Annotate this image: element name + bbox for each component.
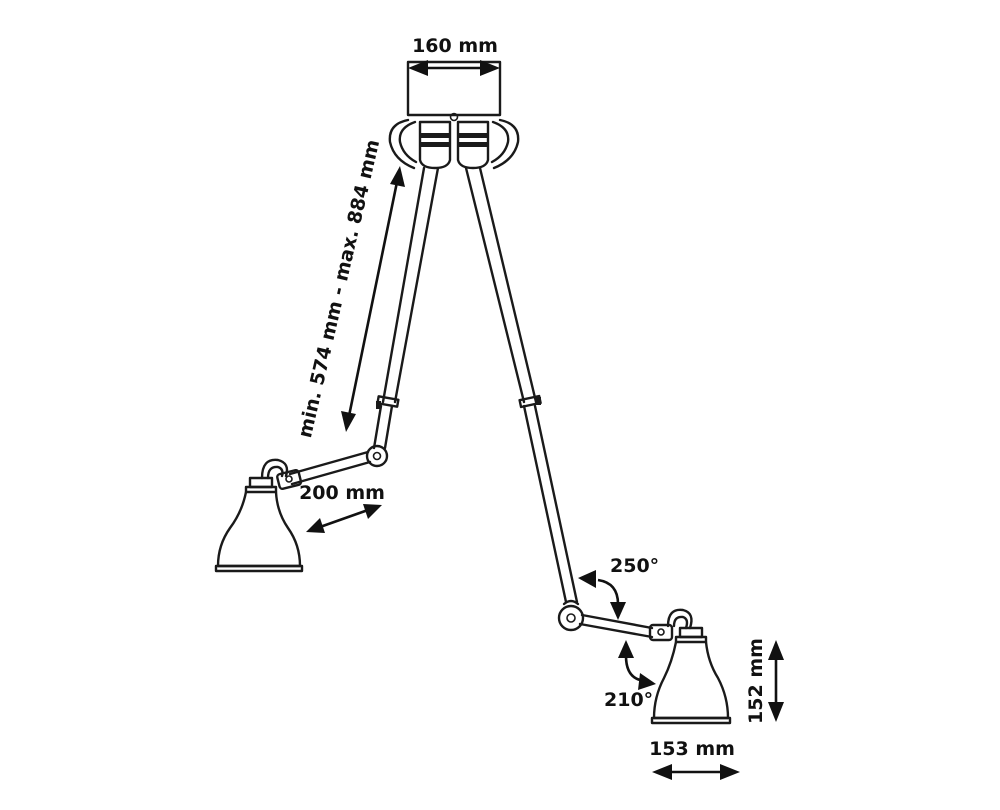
rotation-lower: 210° [604, 640, 656, 711]
right-lamp-shade [650, 608, 732, 725]
canopy-width-label: 160 mm [412, 35, 498, 57]
shade-diameter-label: 153 mm [649, 738, 735, 760]
ceiling-canopy [406, 60, 502, 122]
left-short-arm [276, 450, 372, 490]
dimension-arm-length: min. 574 mm - max. 884 mm [294, 137, 405, 440]
right-elbow-joint [557, 599, 585, 632]
right-short-arm [578, 613, 674, 642]
dimension-short-arm: 200 mm [299, 482, 385, 533]
mounting-yoke [388, 118, 520, 170]
arm-length-label: min. 574 mm - max. 884 mm [294, 137, 384, 439]
short-arm-label: 200 mm [299, 482, 385, 504]
dimension-shade-diameter: 153 mm [649, 738, 740, 780]
left-long-arm [372, 166, 440, 450]
left-lamp-shade [214, 458, 304, 573]
left-elbow-joint [365, 444, 389, 468]
rotation-upper: 250° [578, 555, 659, 620]
dimension-shade-height: 152 mm [745, 638, 784, 724]
rotation-lower-label: 210° [604, 689, 653, 711]
rotation-upper-label: 250° [610, 555, 659, 577]
shade-height-label: 152 mm [745, 638, 767, 724]
dimension-canopy-width: 160 mm [408, 35, 500, 76]
right-long-arm [464, 166, 579, 604]
